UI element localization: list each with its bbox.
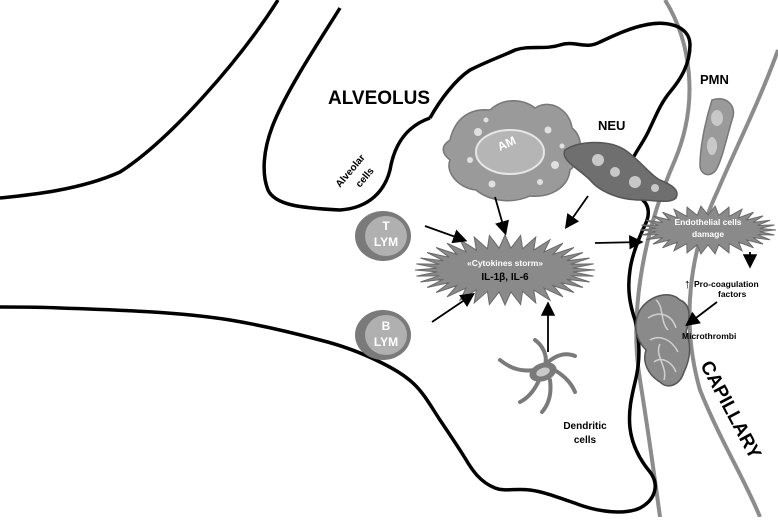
arrow-blym-to-storm — [431, 292, 475, 323]
arrow-am-to-storm — [494, 196, 509, 236]
capillary-wall-outer — [634, 0, 692, 518]
alveolus-outline — [0, 21, 692, 514]
arrow-storm-to-endothelial — [594, 235, 644, 250]
arrow-tlym-to-storm — [424, 225, 468, 244]
arrow-neu-to-storm — [564, 195, 589, 229]
alveolus-label: ALVEOLUS — [328, 88, 430, 109]
neutrophil: NEU — [563, 118, 678, 203]
cytokines-label-1: «Cytokines storm» — [467, 258, 543, 268]
b-lym-label-1: B — [382, 319, 391, 333]
cytokines-storm: «Cytokines storm» IL-1β, IL-6 — [414, 233, 596, 307]
dendritic-label-2: cells — [574, 435, 597, 446]
cytokines-label-2: IL-1β, IL-6 — [481, 272, 529, 283]
t-lym-label-1: T — [382, 219, 390, 233]
procoag-arrow: ↑ — [684, 276, 691, 291]
dendritic-cell — [498, 338, 577, 414]
capillary-label: CAPILLARY — [696, 357, 765, 463]
procoag-label-2: factors — [718, 289, 747, 299]
endothelial-damage: Endothelial cells damage — [639, 205, 777, 255]
microthrombi-label: Microthrombi — [682, 331, 736, 341]
alveolar-cells-wall — [262, 7, 431, 212]
pmn-cell: PMN — [699, 72, 735, 176]
t-lymphocyte: T LYM — [355, 211, 411, 261]
arrow-to-microthrombi — [685, 301, 718, 327]
b-lym-label-2: LYM — [374, 335, 398, 349]
airway-upper-wall — [0, 0, 280, 200]
endothelial-label-2: damage — [692, 229, 724, 239]
procoag-label-1: Pro-coagulation — [694, 279, 759, 289]
alveolar-macrophage: AM — [442, 100, 582, 202]
t-lym-label-2: LYM — [374, 235, 398, 249]
neu-label: NEU — [598, 118, 625, 133]
endothelial-label-1: Endothelial cells — [674, 217, 741, 227]
dendritic-label-1: Dendritic — [563, 421, 607, 432]
microthrombi-clot — [634, 294, 691, 387]
capillary-wall-inner — [687, 49, 778, 518]
pmn-label: PMN — [700, 72, 729, 87]
b-lymphocyte: B LYM — [355, 310, 411, 360]
